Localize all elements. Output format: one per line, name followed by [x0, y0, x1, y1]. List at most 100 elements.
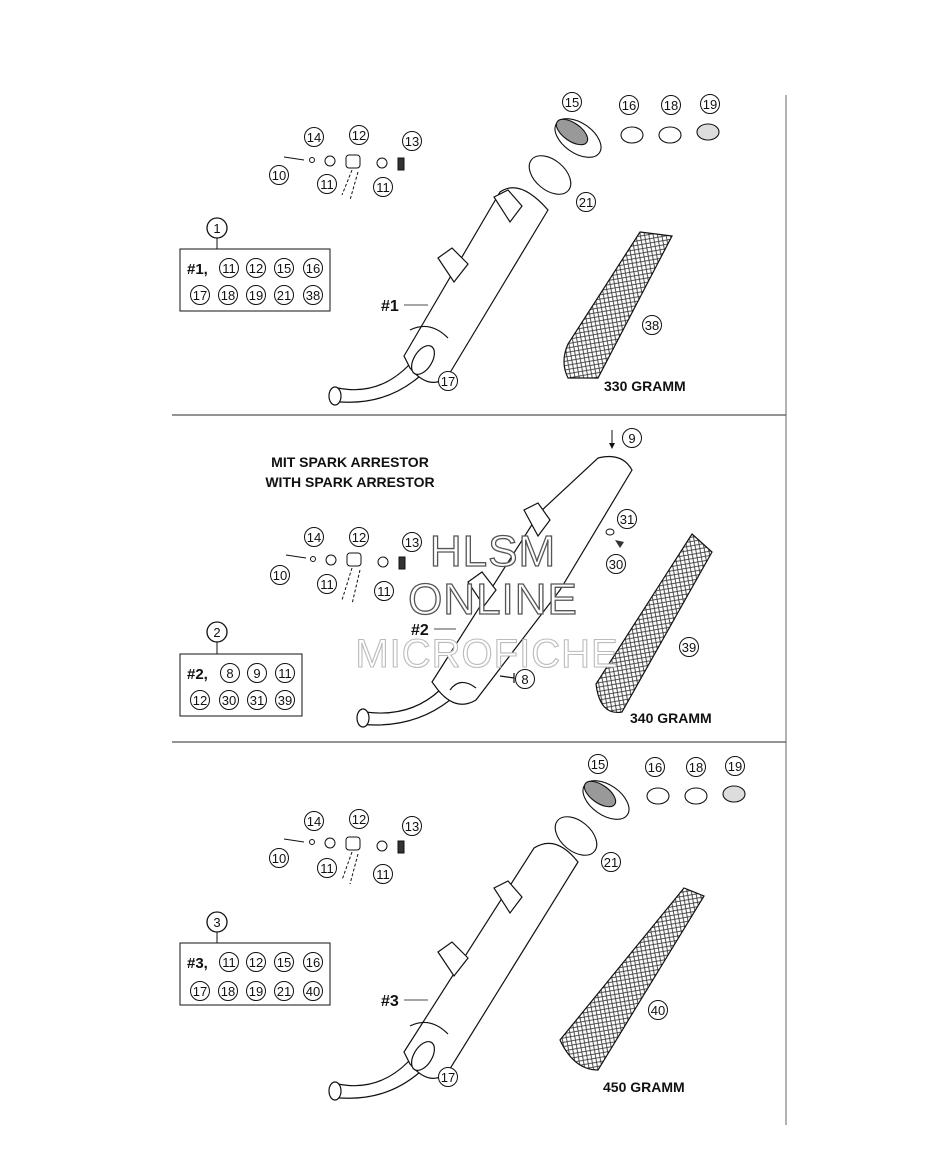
muffler-2: [356, 455, 633, 728]
callout: 11: [376, 180, 390, 195]
muffler-1: [328, 187, 549, 406]
kit-item: 15: [277, 261, 291, 276]
section-2: MIT SPARK ARRESTOR WITH SPARK ARRESTOR 2…: [179, 428, 713, 728]
kit-item: 16: [306, 261, 320, 276]
insert-callout-1: 38: [645, 318, 659, 333]
callout: 11: [320, 177, 334, 192]
mounting-hardware-1: [283, 154, 405, 201]
assembly-ref-3: 3: [213, 915, 220, 930]
insert-38: [563, 231, 673, 379]
callout: 13: [405, 535, 419, 550]
callout: 9: [628, 431, 635, 446]
kit-row1-1: 11 12 15 16: [219, 258, 323, 278]
kit-item: 15: [277, 955, 291, 970]
callout: 8: [521, 672, 528, 687]
kit-item: 18: [221, 984, 235, 999]
kit-row2-3: 17 18 19 21 40: [190, 981, 323, 1001]
kit-box-1: [179, 248, 331, 312]
kit-box-3: [179, 942, 331, 1006]
kit-row2-2: 12 30 31 39: [190, 690, 295, 710]
callout: 16: [622, 98, 636, 113]
kit-item: 9: [253, 666, 260, 681]
kit-row1-3: 11 12 15 16: [219, 952, 323, 972]
callout: 31: [620, 512, 634, 527]
callout: 11: [376, 867, 390, 882]
kit-item: 8: [226, 666, 233, 681]
muffler-label-3: #3: [381, 993, 399, 1010]
insert-40: [559, 887, 705, 1071]
mounting-hardware-3: [283, 836, 405, 885]
kit-row1-2: 8 9 11: [220, 663, 295, 683]
callout: 21: [579, 195, 593, 210]
callout: 12: [352, 530, 366, 545]
insert-callout-2: 39: [682, 640, 696, 655]
callout: 30: [609, 557, 623, 572]
watermark: HLSM ONLINE MICROFICHE: [355, 526, 618, 676]
callout: 16: [648, 760, 662, 775]
insert-weight-1: 330 GRAMM: [604, 378, 686, 394]
end-cap-callouts-1: 15 16 18 19 21: [562, 92, 720, 212]
title-de: MIT SPARK ARRESTOR: [271, 454, 429, 470]
kit-item: 12: [193, 693, 207, 708]
callout: 14: [307, 530, 321, 545]
body-callout-1: 17: [441, 374, 455, 389]
insert-weight-2: 340 GRAMM: [630, 710, 712, 726]
insert-39: [595, 533, 713, 714]
kit-box-2: [179, 653, 303, 717]
title-en: WITH SPARK ARRESTOR: [265, 474, 434, 490]
muffler-label-2: #2: [411, 622, 429, 639]
callout: 15: [565, 95, 579, 110]
kit-item: 30: [222, 693, 236, 708]
callout: 11: [320, 861, 334, 876]
callout: 13: [405, 134, 419, 149]
kit-header-2: #2,: [187, 666, 208, 683]
callout: 13: [405, 819, 419, 834]
kit-item: 17: [193, 984, 207, 999]
body-callout-3: 17: [441, 1070, 455, 1085]
kit-item: 11: [222, 955, 236, 970]
callout: 15: [591, 757, 605, 772]
kit-item: 11: [278, 666, 292, 681]
kit-item: 38: [306, 288, 320, 303]
kit-item: 40: [306, 984, 320, 999]
callout: 11: [320, 577, 334, 592]
callout: 18: [689, 760, 703, 775]
kit-row2-1: 17 18 19 21 38: [190, 285, 323, 305]
end-cap-parts-3: [554, 780, 746, 856]
callout: 14: [307, 814, 321, 829]
callout: 10: [273, 568, 287, 583]
mounting-hardware-2: [285, 552, 406, 605]
kit-item: 11: [222, 261, 236, 276]
kit-item: 16: [306, 955, 320, 970]
end-cap-parts-1: [528, 118, 720, 195]
watermark-line2: ONLINE: [408, 575, 578, 624]
assembly-ref-1: 1: [213, 221, 220, 236]
callout: 10: [272, 168, 286, 183]
kit-header-1: #1,: [187, 261, 208, 278]
kit-item: 18: [221, 288, 235, 303]
callout: 10: [272, 851, 286, 866]
kit-item: 19: [249, 288, 263, 303]
kit-item: 21: [277, 984, 291, 999]
kit-header-3: #3,: [187, 955, 208, 972]
assembly-ref-2: 2: [213, 625, 220, 640]
callout: 12: [352, 128, 366, 143]
muffler-3: [328, 842, 579, 1101]
kit-item: 21: [277, 288, 291, 303]
muffler-label-1: #1: [381, 298, 399, 315]
callout: 21: [604, 855, 618, 870]
insert-callout-3: 40: [651, 1003, 665, 1018]
kit-item: 31: [250, 693, 264, 708]
kit-item: 39: [278, 693, 292, 708]
hardware-callouts-3: 14 12 13 10 11 11: [269, 809, 422, 884]
callout: 19: [703, 97, 717, 112]
callout: 11: [377, 584, 391, 599]
hardware-callouts-1: 14 12 13 10 11 11: [269, 125, 422, 197]
kit-item: 19: [249, 984, 263, 999]
kit-item: 12: [249, 261, 263, 276]
callout: 14: [307, 130, 321, 145]
hardware-callouts-2: 14 12 13 10 11 11: [270, 527, 422, 601]
kit-item: 17: [193, 288, 207, 303]
callout: 19: [728, 759, 742, 774]
